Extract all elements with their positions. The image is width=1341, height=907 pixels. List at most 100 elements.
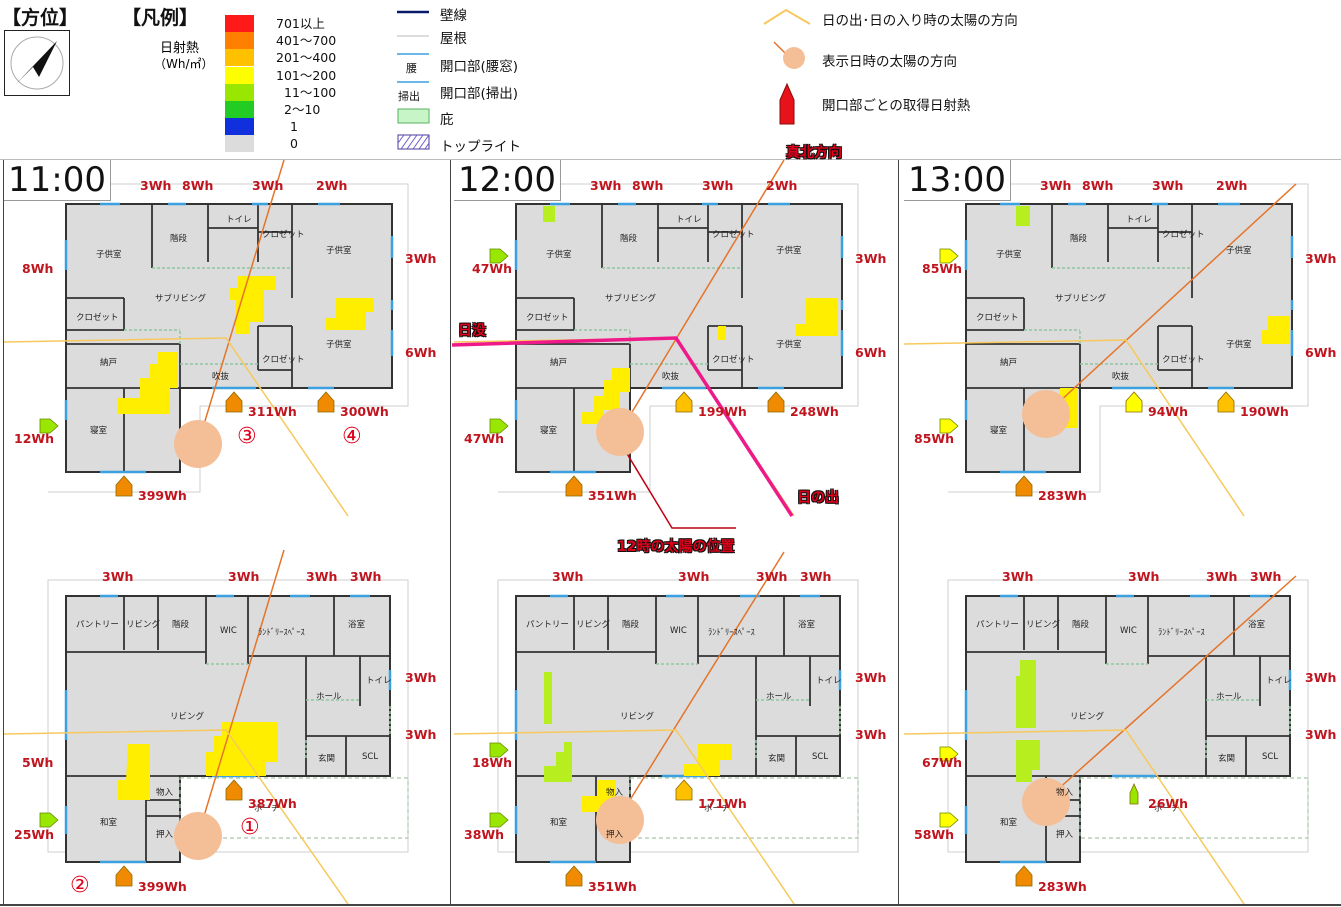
room-label-toire: トイレ (226, 215, 252, 225)
roof-outline (497, 579, 859, 853)
opening-heat-value: 311Wh (248, 404, 297, 419)
room-label-closet1: クロゼット (712, 230, 755, 240)
room-label-oshiire: 押入 (1056, 830, 1074, 840)
room-label-toire: トイレ (1266, 676, 1292, 686)
opening-heat-marker-shape (565, 865, 583, 887)
solar-heat-area (1016, 660, 1036, 728)
room-label-toire: トイレ (366, 676, 392, 686)
room-label-kodomo2: 子供室 (776, 246, 802, 256)
opening-heat-value: 190Wh (1240, 404, 1289, 419)
legend-swatch (225, 66, 254, 84)
room-label-kaidan: 階段 (172, 620, 190, 630)
top-window-heat: 3Wh (552, 569, 584, 584)
legend-label: 101～200 (276, 67, 337, 83)
opening-heat-marker-shape (767, 391, 785, 413)
room-label-porch: ポーチ (254, 804, 280, 814)
top-window-heat: 3Wh (702, 178, 734, 193)
legend-roof: 屋根 (440, 31, 467, 47)
legend-sweep-window: 開口部(掃出) (440, 86, 519, 102)
top-window-heat: 3Wh (678, 569, 710, 584)
room-label-closet2: クロゼット (76, 313, 119, 323)
legend-swatch (225, 32, 254, 50)
opening-heat-value: 171Wh (698, 796, 747, 811)
marker-2: ② (70, 873, 90, 898)
east-window-heat: 3Wh (855, 727, 887, 742)
room-label-living: リビング (170, 712, 205, 722)
room-label-toire: トイレ (816, 676, 842, 686)
room-label-nando: 納戸 (100, 358, 118, 368)
legend-label: 1 (290, 119, 298, 135)
legend-key-symbols-sun (763, 8, 811, 125)
opening-heat-value: 26Wh (1148, 796, 1189, 811)
opening-heat-value: 94Wh (1148, 404, 1189, 419)
legend-wall: 壁線 (440, 8, 467, 24)
room-label-fukinuke: 吹抜 (662, 372, 680, 382)
roof-outline (947, 579, 1309, 853)
opening-heat-value: 399Wh (138, 488, 187, 503)
sun-icon (1022, 390, 1070, 438)
west-window-heat: 47Wh (472, 261, 513, 276)
solar-heat-area (684, 744, 732, 776)
legend-waist-window: 開口部(腰窓) (440, 59, 519, 75)
room-label-genkan: 玄関 (318, 754, 336, 764)
marker-1: ① (240, 815, 260, 840)
opening-heat-marker (1125, 391, 1143, 413)
solar-heat-area (1016, 206, 1030, 226)
opening-heat-marker-shape (939, 248, 959, 264)
room-label-monoire: 物入 (606, 788, 624, 798)
west-window-heat: 18Wh (472, 755, 513, 770)
west-window-heat: 8Wh (22, 261, 54, 276)
opening-heat-marker (225, 391, 243, 413)
opening-heat-marker (939, 746, 959, 762)
west-window-heat: 47Wh (464, 431, 505, 446)
sunrise-sunset-line (3, 337, 349, 517)
opening-heat-value: 248Wh (790, 404, 839, 419)
sunset-label: 日没 (458, 323, 486, 339)
opening-heat-marker (675, 391, 693, 413)
room-label-washitsu: 和室 (1000, 818, 1018, 828)
room-label-kodomo3: 子供室 (326, 340, 352, 350)
room-label-kodomo3: 子供室 (1226, 340, 1252, 350)
opening-heat-marker-shape (1129, 783, 1139, 805)
solar-heat-area (326, 298, 374, 330)
opening-heat-value: 399Wh (138, 879, 187, 894)
west-window-heat: 85Wh (914, 431, 955, 446)
room-label-laundry: ﾗﾝﾄﾞﾘｰｽﾍﾟｰｽ (258, 628, 305, 638)
opening-heat-marker-shape (225, 779, 243, 801)
opening-heat-marker-shape (489, 742, 509, 758)
legend-opening-heat: 開口部ごとの取得日射熱 (822, 98, 971, 114)
top-window-heat: 3Wh (252, 178, 284, 193)
top-window-heat: 3Wh (1250, 569, 1282, 584)
legend-label: 0 (290, 136, 298, 152)
time-label: 11:00 (4, 160, 111, 201)
legend-key-symbols (397, 10, 430, 150)
solar-heat-area (543, 206, 555, 222)
sunrise-label: 日の出 (797, 490, 839, 506)
room-label-kaidan: 階段 (1072, 620, 1090, 630)
sunrise-sunset-line (903, 729, 1245, 905)
east-window-heat: 6Wh (1305, 345, 1337, 360)
heat-label: 日射熱 (160, 41, 200, 56)
legend-eave: 庇 (440, 112, 454, 128)
solar-heat-area (206, 722, 278, 776)
roof-outline (948, 183, 1309, 493)
room-label-oshiire: 押入 (606, 830, 624, 840)
room-label-wic: WIC (670, 626, 687, 636)
room-label-kaidan: 階段 (170, 234, 188, 244)
west-window-heat: 38Wh (464, 827, 505, 842)
sun-position-leader (625, 451, 736, 529)
room-label-hall: ホール (1216, 692, 1242, 702)
opening-heat-marker-shape (1217, 391, 1235, 413)
sun-direction-line (619, 159, 785, 433)
sun-icon (783, 47, 805, 69)
legend-title: 【凡例】 (122, 7, 199, 29)
opening-heat-marker-shape (1015, 865, 1033, 887)
room-label-shinshitsu: 寝室 (540, 426, 558, 436)
room-label-closet2: クロゼット (526, 313, 569, 323)
room-label-subliving: サブリビング (155, 294, 207, 304)
legend-label: 701以上 (276, 16, 325, 31)
opening-heat-marker (225, 779, 243, 801)
legend-waist-tag: 腰 (406, 62, 417, 75)
sunrise-direction-icon (763, 8, 811, 25)
bottom-border (0, 904, 1341, 906)
